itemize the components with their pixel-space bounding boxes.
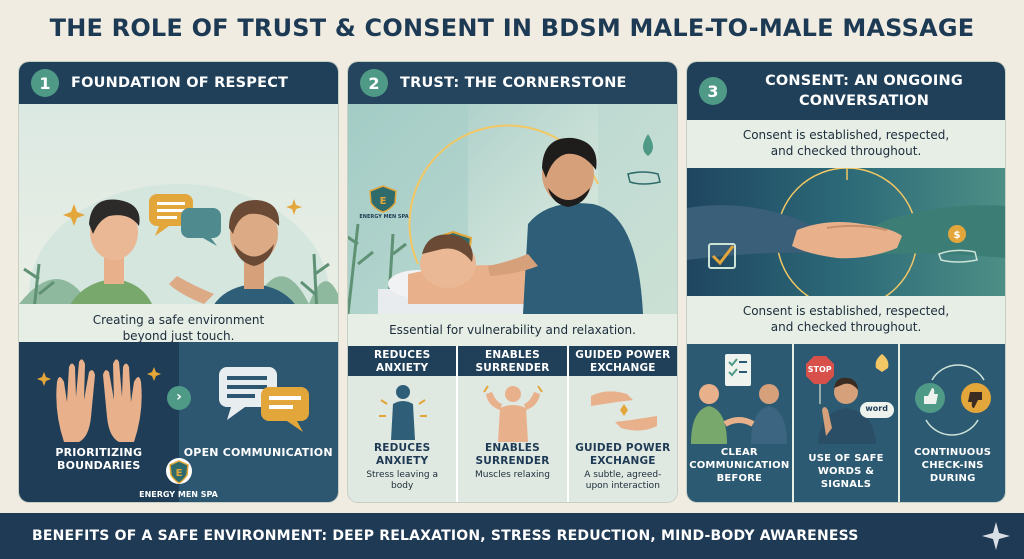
tile-clear-communication: CLEAR COMMUNICATION BEFORE <box>687 344 794 502</box>
handshake-illustration: $ <box>687 168 1005 296</box>
chevron-right-icon: › <box>167 386 191 410</box>
tile-header <box>458 346 567 376</box>
tile-reduces-anxiety: REDUCES ANXIETY REDUCES ANXIETY Stress l… <box>348 346 459 502</box>
tile-prioritizing-boundaries: PRIORITIZING BOUNDARIES <box>19 342 179 502</box>
tile-label: GUIDED POWER EXCHANGE <box>575 442 671 467</box>
panel-caption-mid: Consent is established, respected, and c… <box>687 296 1005 344</box>
step-number-badge: 3 <box>699 77 727 105</box>
caption-text: Consent is established, respected, and c… <box>742 128 950 158</box>
word-bubble-text: word <box>865 404 888 413</box>
benefits-footer-banner: BENEFITS OF A SAFE ENVIRONMENT: DEEP REL… <box>0 513 1024 559</box>
tile-label: OPEN COMMUNICATION <box>183 446 333 459</box>
tile-subtext: Stress leaving a body <box>366 470 439 491</box>
step-number-badge: 1 <box>31 69 59 97</box>
stop-sign-icon <box>805 354 894 444</box>
panel-header: 1 FOUNDATION OF RESPECT <box>19 62 338 104</box>
panel-title: CONSENT: AN ONGOING CONVERSATION <box>765 73 963 109</box>
massage-illustration: E ENERGY MEN SPA <box>348 104 677 314</box>
tile-header <box>568 346 677 376</box>
tile-label: USE OF SAFE WORDS & SIGNALS <box>808 453 884 490</box>
tile-header <box>348 346 457 376</box>
tile-header-label: GUIDED POWER EXCHANGE <box>575 349 671 374</box>
panel-title: TRUST: THE CORNERSTONE <box>400 75 627 91</box>
tile-enables-surrender: ENABLES SURRENDER ENABLES SURRENDER Musc… <box>458 346 569 502</box>
trust-benefit-tiles: REDUCES ANXIETY REDUCES ANXIETY Stress l… <box>348 346 677 502</box>
tile-label: CLEAR COMMUNICATION BEFORE <box>689 447 790 484</box>
calm-figure-icon <box>379 385 427 440</box>
sparkle-icon <box>982 522 1010 550</box>
panel-trust-cornerstone: 2 TRUST: THE CORNERSTONE E <box>348 62 677 502</box>
caption-text: Creating a safe environment beyond just … <box>92 313 265 343</box>
svg-text:E: E <box>176 468 183 479</box>
logo-text: ENERGY MEN SPA <box>359 214 409 220</box>
respect-tiles: PRIORITIZING BOUNDARIES OPEN COMMUNICATI… <box>19 342 338 502</box>
massage-scene-icon: E <box>348 104 677 314</box>
tile-label: PRIORITIZING BOUNDARIES <box>55 446 143 472</box>
energy-men-spa-logo: E <box>159 457 199 489</box>
panel-header: 3 CONSENT: AN ONGOING CONVERSATION <box>687 62 1005 120</box>
caption-text: Consent is established, respected, and c… <box>742 304 950 334</box>
tile-safe-words: STOP word USE OF SAFE WORDS & SIGNALS <box>793 344 901 502</box>
footer-text: BENEFITS OF A SAFE ENVIRONMENT: DEEP REL… <box>32 528 859 544</box>
tile-header-label: ENABLES SURRENDER <box>475 349 550 374</box>
svg-text:$: $ <box>954 230 961 241</box>
tile-header-label: REDUCES ANXIETY <box>373 349 431 374</box>
page-title: THE ROLE OF TRUST & CONSENT IN BDSM MALE… <box>49 14 975 42</box>
logo-text: ENERGY MEN SPA <box>139 490 218 499</box>
hands-exchange-icon <box>590 391 657 431</box>
stop-sign-text: STOP <box>807 365 832 374</box>
tile-label: ENABLES SURRENDER <box>475 442 550 467</box>
handshake-scene-icon: $ <box>687 168 1005 296</box>
panel-header: 2 TRUST: THE CORNERSTONE <box>348 62 677 104</box>
panel-consent-conversation: 3 CONSENT: AN ONGOING CONVERSATION Conse… <box>687 62 1005 502</box>
raised-hands-icon <box>37 359 161 442</box>
svg-text:E: E <box>380 196 387 207</box>
step-number-badge: 2 <box>360 69 388 97</box>
consent-tiles: CLEAR COMMUNICATION BEFORE STOP word USE… <box>687 344 1005 502</box>
tile-label: CONTINUOUS CHECK-INS DURING <box>914 447 992 484</box>
panel-foundation-of-respect: 1 FOUNDATION OF RESPECT <box>19 62 338 502</box>
tile-subtext: A subtle, agreed-upon interaction <box>584 470 662 491</box>
handshake-checklist-icon <box>691 354 787 444</box>
tile-label: REDUCES ANXIETY <box>373 442 431 467</box>
muscle-figure-icon <box>483 385 544 442</box>
panel-title: FOUNDATION OF RESPECT <box>71 75 289 91</box>
speech-bubbles-icon <box>218 367 309 432</box>
tile-subtext: Muscles relaxing <box>474 470 550 480</box>
tile-guided-power-exchange: GUIDED POWER EXCHANGE GUIDED POWER EXCHA… <box>568 346 677 502</box>
thumbs-cycle-icon <box>915 364 992 436</box>
shield-logo-icon: E <box>166 458 192 484</box>
panel-caption: Essential for vulnerability and relaxati… <box>348 314 677 346</box>
tile-open-communication: OPEN COMMUNICATION <box>178 342 338 502</box>
panel-caption-top: Consent is established, respected, and c… <box>687 120 1005 168</box>
tile-check-ins: CONTINUOUS CHECK-INS DURING <box>900 344 1005 502</box>
